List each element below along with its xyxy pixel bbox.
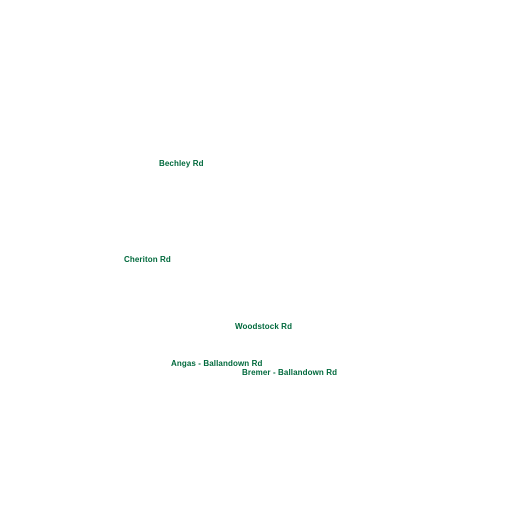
road-label-woodstock-rd: Woodstock Rd [235,322,293,331]
road-label-bechley-rd: Bechley Rd [159,159,204,168]
road-label-cheriton-rd: Cheriton Rd [124,255,171,264]
road-label-angas-ballandown-rd: Angas - Ballandown Rd [171,359,263,368]
road-label-bremer-ballandown-rd: Bremer - Ballandown Rd [242,368,338,377]
